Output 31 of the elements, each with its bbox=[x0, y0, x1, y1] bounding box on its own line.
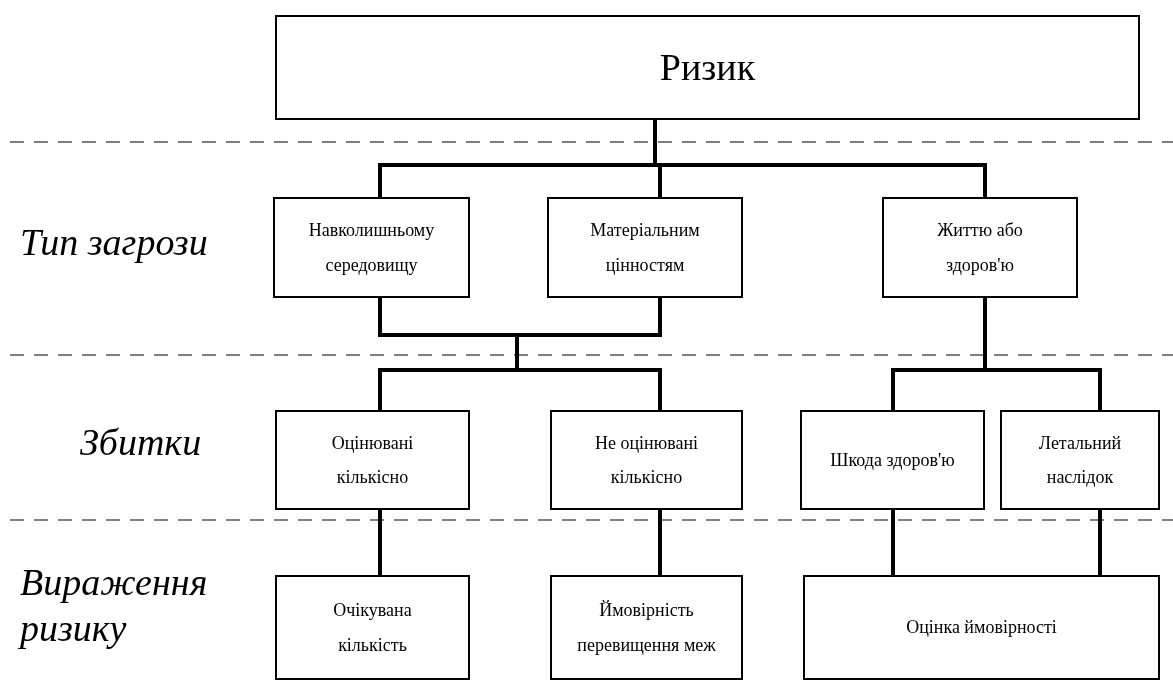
connector-line bbox=[658, 508, 662, 577]
box-text: Життю або здоров'ю bbox=[936, 219, 1024, 277]
connector-line bbox=[983, 296, 1102, 412]
box-text: Очікувана кількість bbox=[332, 599, 413, 657]
category-box bbox=[550, 575, 743, 680]
box-text: Навколишньому середовищу bbox=[307, 219, 436, 277]
box-text: Оцінювані кількісно bbox=[330, 431, 415, 489]
level-label: Вираження ризику bbox=[20, 560, 209, 651]
box-text: Ймовірність перевищення меж bbox=[576, 599, 717, 657]
category-box bbox=[547, 197, 743, 298]
box-text: Оцінка ймовірності bbox=[905, 616, 1058, 640]
category-box bbox=[273, 197, 470, 298]
box-text: Не оцінювані кількісно bbox=[593, 431, 700, 489]
root-box bbox=[275, 15, 1140, 120]
category-box bbox=[803, 575, 1160, 680]
category-box bbox=[550, 410, 743, 510]
box-text: Ризик bbox=[658, 45, 757, 91]
category-box bbox=[1000, 410, 1160, 510]
level-label: Тип загрози bbox=[20, 220, 209, 265]
category-box bbox=[882, 197, 1078, 298]
box-text: Шкода здоров'ю bbox=[829, 448, 956, 472]
level-label: Збитки bbox=[80, 420, 203, 465]
category-box bbox=[275, 575, 470, 680]
category-box bbox=[275, 410, 470, 510]
category-box bbox=[800, 410, 985, 510]
connector-line bbox=[891, 508, 895, 577]
box-text: Матеріальним цінностям bbox=[589, 219, 701, 277]
connector-line bbox=[378, 296, 662, 412]
box-text: Летальний наслідок bbox=[1037, 431, 1123, 489]
connector-line bbox=[378, 508, 382, 577]
connector-line bbox=[1098, 508, 1102, 577]
